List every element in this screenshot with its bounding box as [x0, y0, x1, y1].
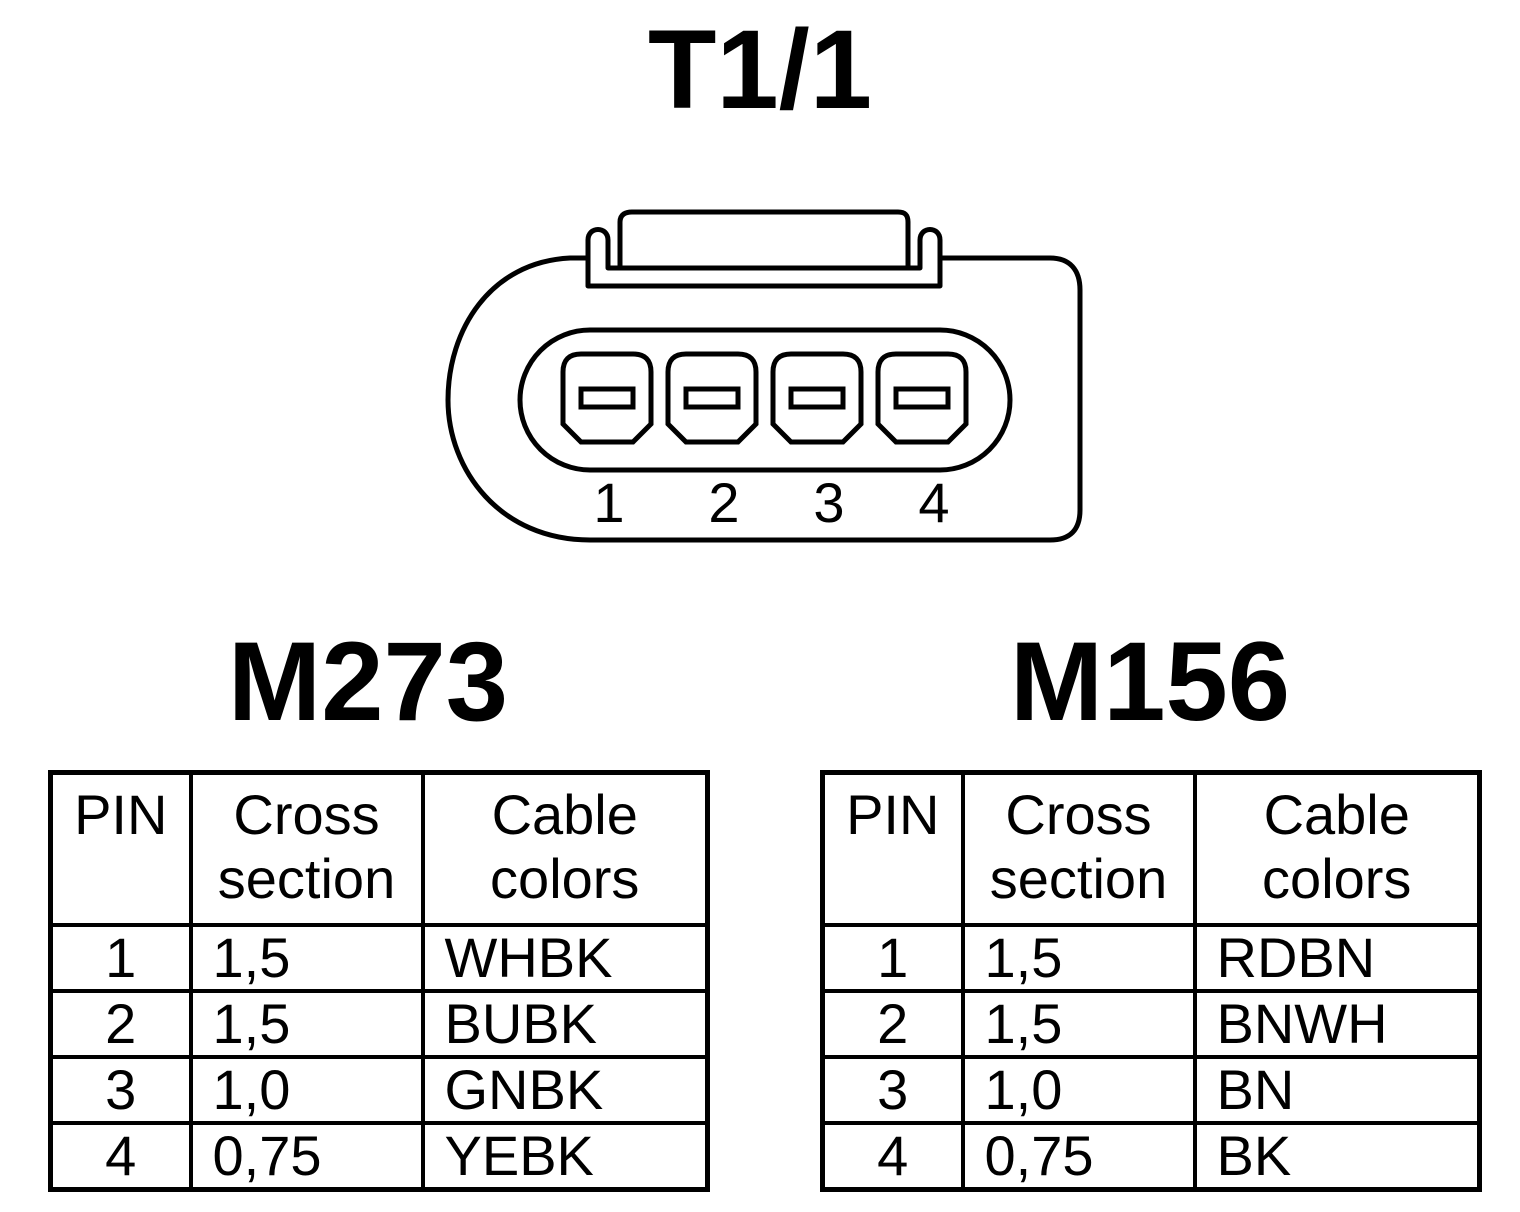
pin-slot — [788, 386, 846, 410]
connector-housing — [445, 255, 1083, 543]
table-row: 4 0,75 BK — [820, 1121, 1482, 1192]
cell-cable-color: WHBK — [420, 923, 710, 993]
cell-pin: 4 — [820, 1121, 965, 1192]
connector-diagram: 1 2 3 4 — [445, 209, 1083, 543]
pin-socket — [560, 351, 654, 445]
table-header-row: PIN Cross section Cable colors — [48, 770, 710, 927]
header-cross-line-2: section — [989, 847, 1168, 910]
connector-pins: 1 2 3 4 — [560, 351, 969, 534]
cell-cross-section: 1,5 — [960, 923, 1197, 993]
cell-pin: 1 — [48, 923, 193, 993]
table-row: 3 1,0 GNBK — [48, 1055, 710, 1125]
cell-cross-section: 1,5 — [188, 989, 425, 1059]
header-colors-line-1: Cable — [491, 783, 638, 846]
table-header-row: PIN Cross section Cable colors — [820, 770, 1482, 927]
connector-latch-plate — [617, 209, 911, 268]
model-title-m273: M273 — [227, 619, 509, 744]
table-row: 1 1,5 WHBK — [48, 923, 710, 993]
connector-pin-1: 1 — [560, 351, 654, 534]
cell-cross-section: 1,0 — [960, 1055, 1197, 1125]
table-row: 2 1,5 BUBK — [48, 989, 710, 1059]
cell-cross-section: 0,75 — [960, 1121, 1197, 1192]
header-cable-colors: Cable colors — [420, 770, 710, 927]
cell-cross-section: 0,75 — [188, 1121, 425, 1192]
cell-cross-section: 1,5 — [960, 989, 1197, 1059]
cell-cable-color: YEBK — [420, 1121, 710, 1192]
cell-pin: 1 — [820, 923, 965, 993]
cell-pin: 3 — [820, 1055, 965, 1125]
header-pin: PIN — [48, 770, 193, 927]
model-title-m156: M156 — [1009, 619, 1291, 744]
cell-pin: 2 — [820, 989, 965, 1059]
cell-pin: 3 — [48, 1055, 193, 1125]
header-cross-line-1: Cross — [233, 783, 380, 846]
cell-cross-section: 1,5 — [188, 923, 425, 993]
connector-pin-4: 4 — [875, 351, 969, 534]
pin-table-m156: PIN Cross section Cable colors 1 1,5 RDB… — [820, 770, 1482, 1192]
cell-cross-section: 1,0 — [188, 1055, 425, 1125]
header-colors-line-2: colors — [1262, 847, 1412, 910]
connector-title: T1/1 — [647, 7, 873, 132]
cell-pin: 2 — [48, 989, 193, 1059]
cell-cable-color: BNWH — [1192, 989, 1482, 1059]
cell-pin: 4 — [48, 1121, 193, 1192]
header-colors-line-2: colors — [490, 847, 640, 910]
pin-number-label: 2 — [708, 471, 739, 534]
connector-pin-3: 3 — [770, 351, 864, 534]
header-cable-colors: Cable colors — [1192, 770, 1482, 927]
pin-slot — [578, 386, 636, 410]
table-row: 1 1,5 RDBN — [820, 923, 1482, 993]
cell-cable-color: BN — [1192, 1055, 1482, 1125]
pin-socket — [665, 351, 759, 445]
table-row: 3 1,0 BN — [820, 1055, 1482, 1125]
header-cross-line-1: Cross — [1005, 783, 1152, 846]
pin-number-label: 1 — [593, 471, 624, 534]
header-cross-section: Cross section — [960, 770, 1197, 927]
table-row: 4 0,75 YEBK — [48, 1121, 710, 1192]
table-row: 2 1,5 BNWH — [820, 989, 1482, 1059]
connector-pin-cavity — [517, 327, 1013, 473]
pin-slot — [893, 386, 951, 410]
header-cross-section: Cross section — [188, 770, 425, 927]
pin-slot — [683, 386, 741, 410]
cell-cable-color: GNBK — [420, 1055, 710, 1125]
cell-cable-color: BK — [1192, 1121, 1482, 1192]
header-cross-line-2: section — [217, 847, 396, 910]
cell-cable-color: RDBN — [1192, 923, 1482, 993]
pin-socket — [875, 351, 969, 445]
pin-number-label: 4 — [918, 471, 949, 534]
pin-number-label: 3 — [813, 471, 844, 534]
header-colors-line-1: Cable — [1263, 783, 1410, 846]
pin-socket — [770, 351, 864, 445]
connector-latch-clip — [585, 227, 943, 289]
header-pin: PIN — [820, 770, 965, 927]
pin-table-m273: PIN Cross section Cable colors 1 1,5 WHB… — [48, 770, 710, 1192]
cell-cable-color: BUBK — [420, 989, 710, 1059]
connector-pin-2: 2 — [665, 351, 759, 534]
